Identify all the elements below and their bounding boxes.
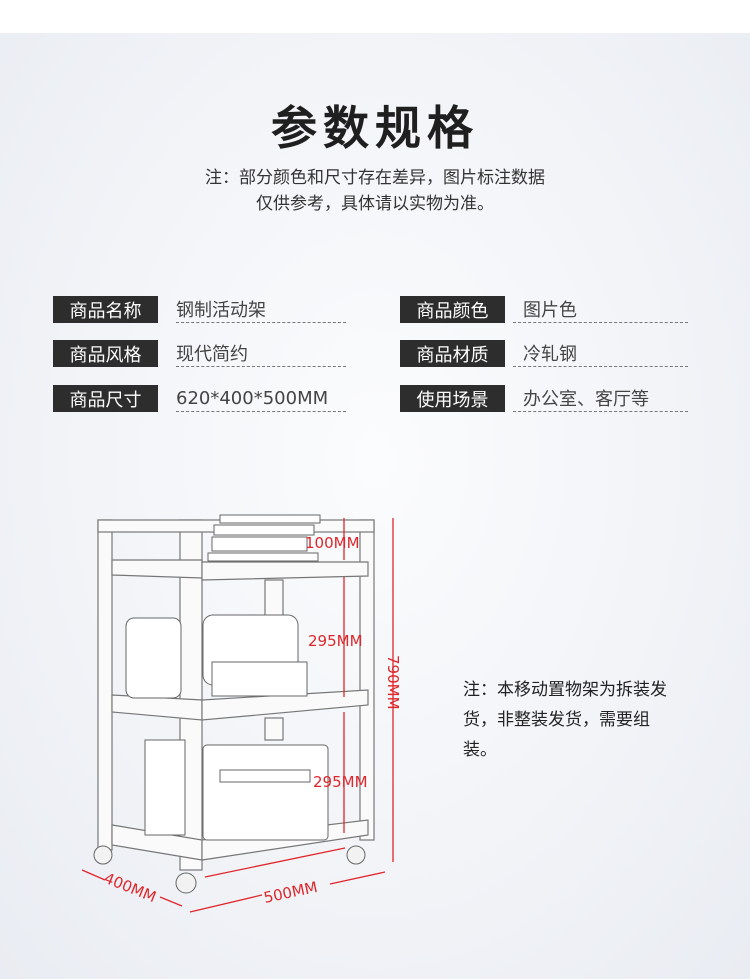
disclaimer-note: 注：部分颜色和尺寸存在差异，图片标注数据 仅供参考，具体请以实物为准。 (0, 165, 750, 217)
spec-value: 620*400*500MM (176, 385, 346, 412)
spec-value: 图片色 (513, 296, 688, 323)
note-line-1: 注：部分颜色和尺寸存在差异，图片标注数据 (205, 168, 545, 188)
spec-label: 商品风格 (53, 340, 158, 367)
spec-label: 使用场景 (400, 385, 505, 412)
dim-mid: 295MM (308, 632, 363, 650)
spec-row: 商品材质冷轧钢 (400, 340, 688, 367)
spec-label: 商品尺寸 (53, 385, 158, 412)
spec-row: 商品尺寸 620*400*500MM (53, 385, 346, 412)
spec-row: 商品风格现代简约 (53, 340, 346, 367)
casters (93, 845, 366, 894)
spec-value: 现代简约 (176, 340, 346, 367)
dim-width: 500MM (262, 878, 319, 907)
spec-label: 商品颜色 (400, 296, 505, 323)
page-title: 参数规格 (271, 101, 479, 155)
spec-row: 商品名称钢制活动架 (53, 296, 346, 323)
spec-row: 使用场景办公室、客厅等 (400, 385, 688, 412)
dim-top: 100MM (305, 534, 360, 552)
note-line-2: 仅供参考，具体请以实物为准。 (256, 194, 494, 214)
spec-row: 商品颜色图片色 (400, 296, 688, 323)
shelf-frame (97, 519, 375, 871)
spec-label: 商品名称 (53, 296, 158, 323)
spec-label: 商品材质 (400, 340, 505, 367)
assembly-note: 注：本移动置物架为拆装发货，非整装发货，需要组装。 (463, 680, 667, 760)
spec-value: 钢制活动架 (176, 296, 346, 323)
dimension-lines (81, 518, 394, 913)
dim-bottom: 295MM (313, 773, 368, 791)
printers (125, 614, 329, 841)
books (207, 514, 321, 562)
spec-value: 冷轧钢 (513, 340, 688, 367)
dim-depth: 400MM (102, 869, 159, 906)
spec-value: 办公室、客厅等 (513, 385, 688, 412)
dim-height: 790MM (384, 655, 402, 710)
background (0, 33, 750, 979)
